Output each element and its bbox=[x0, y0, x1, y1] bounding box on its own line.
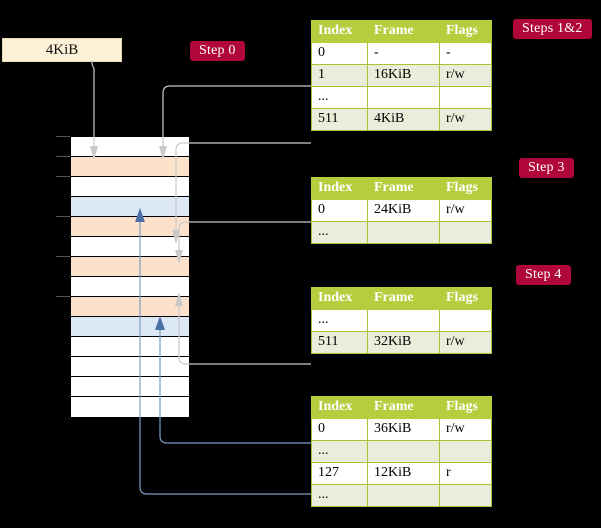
cell-frame bbox=[367, 86, 440, 109]
cell-flags bbox=[439, 484, 492, 507]
column-header-flags: Flags bbox=[439, 177, 492, 200]
table-row: ... bbox=[311, 309, 492, 332]
memory-frame-5-free bbox=[71, 237, 189, 257]
cell-flags: r/w bbox=[439, 108, 492, 131]
cell-flags: r/w bbox=[439, 331, 492, 354]
column-header-frame: Frame bbox=[367, 20, 440, 43]
wire-t2r511-to-memory bbox=[178, 306, 311, 365]
column-header-index: Index bbox=[311, 287, 368, 310]
table-row: ... bbox=[311, 484, 492, 507]
memory-tick-1 bbox=[56, 156, 70, 157]
column-header-flags: Flags bbox=[439, 287, 492, 310]
wire-t0r511-to-memory bbox=[175, 142, 311, 230]
cell-index: ... bbox=[311, 309, 368, 332]
memory-frame-0-free bbox=[71, 137, 189, 157]
memory-frame-8-used bbox=[71, 297, 189, 317]
memory-tick-6 bbox=[56, 256, 70, 257]
memory-frame-4-used bbox=[71, 217, 189, 237]
memory-frame-2-free bbox=[71, 177, 189, 197]
request-size-box: 4KiB bbox=[2, 38, 122, 62]
cell-index: 0 bbox=[311, 418, 368, 441]
cell-index: ... bbox=[311, 221, 368, 244]
cell-frame: 36KiB bbox=[367, 418, 440, 441]
memory-frame-7-free bbox=[71, 277, 189, 297]
memory-tick-2 bbox=[56, 176, 70, 177]
column-header-flags: Flags bbox=[439, 20, 492, 43]
cell-flags bbox=[439, 86, 492, 109]
wire-t1r0-to-memory bbox=[178, 221, 311, 250]
memory-tick-4 bbox=[56, 216, 70, 217]
cell-frame: 32KiB bbox=[367, 331, 440, 354]
memory-frame-11-free bbox=[71, 357, 189, 377]
physical-memory-column bbox=[70, 136, 190, 417]
memory-tick-0 bbox=[56, 136, 70, 137]
table-row: ... bbox=[311, 86, 492, 109]
cell-flags: r/w bbox=[439, 64, 492, 87]
memory-tick-8 bbox=[56, 296, 70, 297]
column-header-frame: Frame bbox=[367, 177, 440, 200]
memory-frame-13-free bbox=[71, 397, 189, 417]
cell-frame: 12KiB bbox=[367, 462, 440, 485]
cell-index: ... bbox=[311, 440, 368, 463]
memory-frame-12-free bbox=[71, 377, 189, 397]
cell-index: ... bbox=[311, 86, 368, 109]
cell-index: ... bbox=[311, 484, 368, 507]
cell-frame bbox=[367, 221, 440, 244]
cell-flags: r/w bbox=[439, 418, 492, 441]
table-row: ... bbox=[311, 221, 492, 244]
column-header-index: Index bbox=[311, 177, 368, 200]
wire-request-to-memory bbox=[91, 60, 95, 146]
cell-index: 511 bbox=[311, 331, 368, 354]
badge-steps-1-2: Steps 1&2 bbox=[513, 19, 592, 39]
cell-frame: 16KiB bbox=[367, 64, 440, 87]
table-row: 0-- bbox=[311, 42, 492, 65]
column-header-flags: Flags bbox=[439, 396, 492, 419]
cell-frame bbox=[367, 484, 440, 507]
cell-frame: 4KiB bbox=[367, 108, 440, 131]
column-header-frame: Frame bbox=[367, 396, 440, 419]
cell-flags: r bbox=[439, 462, 492, 485]
cell-frame bbox=[367, 440, 440, 463]
cell-flags: r/w bbox=[439, 199, 492, 222]
badge-step-3: Step 3 bbox=[519, 158, 574, 178]
memory-frame-10-free bbox=[71, 337, 189, 357]
cell-index: 0 bbox=[311, 42, 368, 65]
cell-frame: - bbox=[367, 42, 440, 65]
cell-index: 511 bbox=[311, 108, 368, 131]
column-header-index: Index bbox=[311, 396, 368, 419]
cell-index: 0 bbox=[311, 199, 368, 222]
column-header-index: Index bbox=[311, 20, 368, 43]
badge-step-0: Step 0 bbox=[190, 41, 245, 61]
memory-frame-9-allocated bbox=[71, 317, 189, 337]
memory-frame-6-used bbox=[71, 257, 189, 277]
table-row: ... bbox=[311, 440, 492, 463]
column-header-frame: Frame bbox=[367, 287, 440, 310]
cell-flags bbox=[439, 221, 492, 244]
cell-flags: - bbox=[439, 42, 492, 65]
cell-index: 127 bbox=[311, 462, 368, 485]
badge-step-4: Step 4 bbox=[516, 265, 571, 285]
cell-frame: 24KiB bbox=[367, 199, 440, 222]
cell-flags bbox=[439, 309, 492, 332]
cell-index: 1 bbox=[311, 64, 368, 87]
memory-frame-3-allocated bbox=[71, 197, 189, 217]
memory-frame-1-used bbox=[71, 157, 189, 177]
cell-flags bbox=[439, 440, 492, 463]
cell-frame bbox=[367, 309, 440, 332]
